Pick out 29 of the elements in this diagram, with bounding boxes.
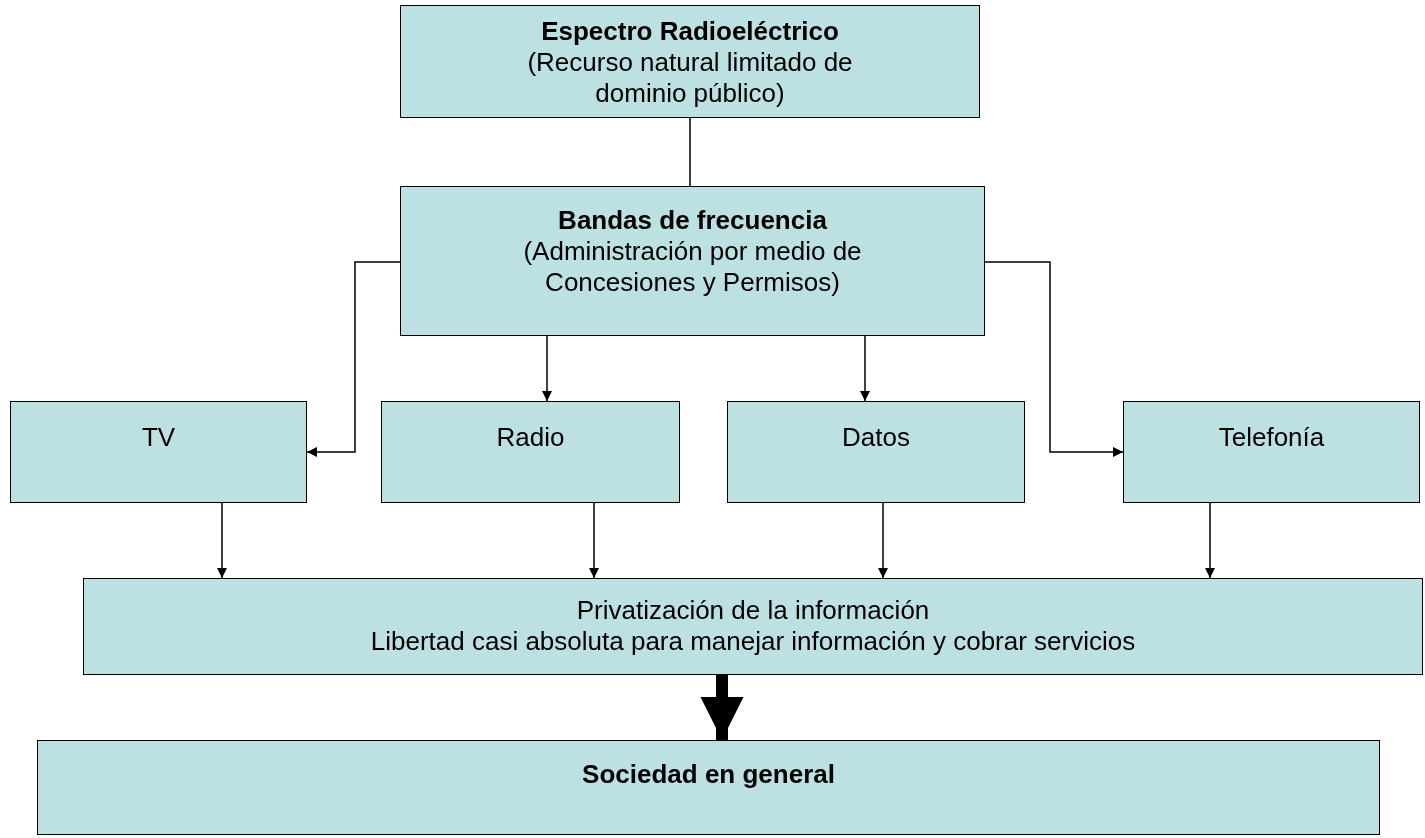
arrow [878, 502, 888, 579]
process-box [1123, 401, 1420, 503]
process-box [381, 401, 680, 503]
thick-arrow [700, 675, 744, 740]
box-heading: Privatización de la información [576, 595, 930, 627]
process-box [400, 5, 980, 118]
box-heading: Telefonía [1218, 422, 1325, 454]
box-heading: Espectro Radioeléctrico [541, 16, 839, 48]
arrow [984, 261, 1124, 457]
box-heading: Sociedad en general [582, 759, 835, 791]
process-box [400, 186, 985, 336]
box-text: (Administración por medio de Concesiones y Permisos) [522, 236, 863, 299]
box-heading: TV [141, 422, 176, 454]
process-box [727, 401, 1025, 503]
arrow [542, 335, 552, 402]
arrow [217, 502, 227, 579]
box-text: Libertad casi absoluta para manejar información y cobrar servicios [370, 626, 1136, 658]
box-heading: Bandas de frecuencia [558, 205, 827, 237]
box-heading: Datos [842, 422, 910, 454]
process-box [10, 401, 307, 503]
arrow [860, 335, 870, 402]
process-box [83, 578, 1423, 675]
connector-line [689, 117, 691, 187]
process-box [37, 740, 1380, 835]
arrow [1205, 502, 1215, 579]
arrow [306, 261, 401, 457]
box-text: (Recurso natural limitado de dominio público) [526, 47, 854, 110]
arrow [589, 502, 599, 579]
box-heading: Radio [496, 422, 565, 454]
